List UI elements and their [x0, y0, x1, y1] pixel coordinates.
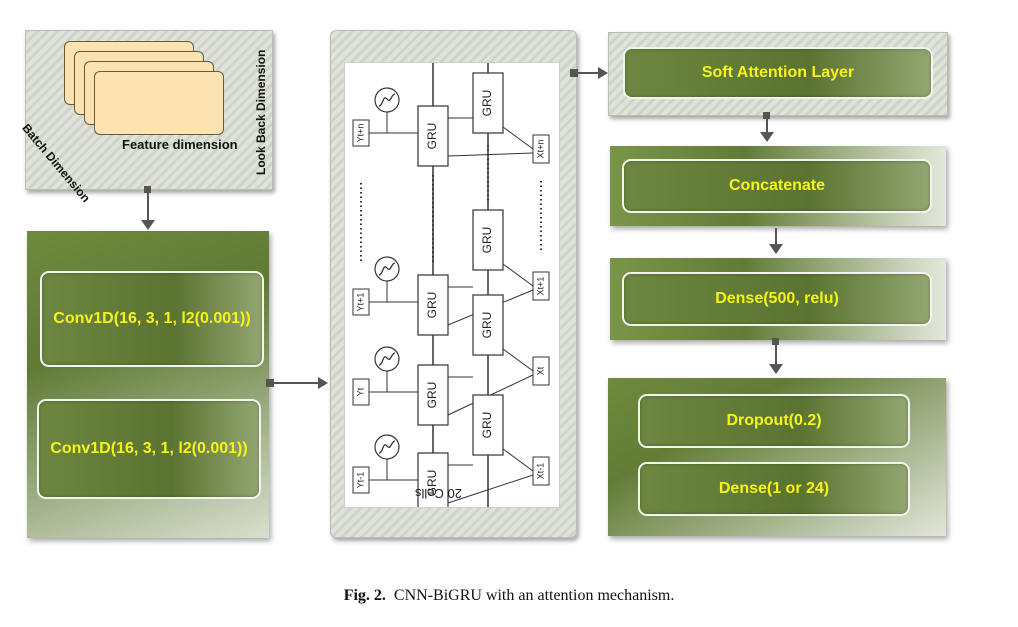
conv-block: Conv1D(16, 3, 1, l2(0.001)) Conv1D(16, 3… [27, 231, 269, 538]
input-connector-fwd [447, 474, 534, 504]
input-connector-back [502, 348, 534, 372]
activation-circle [374, 346, 400, 372]
gru-backward-label: GRU [480, 312, 494, 339]
input-tensor-block: Batch Dimension Feature dimension Look B… [19, 30, 273, 205]
sigmoid-icon [378, 93, 396, 107]
arrow-conv-to-bigru [266, 377, 328, 389]
batch-dimension-label: Batch Dimension [19, 121, 94, 206]
concatenate-layer: Concatenate [622, 159, 932, 213]
input-connector-back [502, 263, 534, 287]
activation-circle [374, 434, 400, 460]
input-label: Xt+n [535, 140, 545, 159]
input-connector-fwd [447, 152, 534, 157]
lookback-dimension-label: Look Back Dimension [254, 49, 268, 175]
concatenate-block: Concatenate [610, 146, 946, 226]
gru-backward-cell [472, 209, 504, 271]
input-connector-back [502, 126, 534, 150]
gru-backward-cell [472, 72, 504, 134]
arrow-concat-to-dense500 [769, 228, 783, 254]
caption-prefix: Fig. 2. [343, 587, 386, 604]
gru-forward-label: GRU [425, 382, 439, 409]
gru-forward-label: GRU [425, 292, 439, 319]
gru-forward-label: GRU [425, 123, 439, 150]
dropout-layer: Dropout(0.2) [638, 394, 910, 448]
arrow-dense500-to-output [769, 338, 783, 374]
cells-count-label: 20 Cells [415, 486, 462, 501]
output-block: Dropout(0.2) Dense(1 or 24) [608, 378, 946, 536]
output-label: Yt+n [355, 124, 365, 143]
feature-dimension-label: Feature dimension [122, 137, 238, 152]
output-label: Yt+1 [355, 293, 365, 312]
sigmoid-icon [378, 440, 396, 454]
bigru-diagram: GRUGRUYt+nXt+nGRUGRUYt+1Xt+1GRUGRUYtXtGR… [352, 63, 550, 507]
activation-circle [374, 87, 400, 113]
attention-block: Soft Attention Layer [608, 32, 948, 116]
gru-backward-cell [472, 294, 504, 356]
gru-forward-cell [417, 364, 449, 426]
input-label: Xt+1 [535, 277, 545, 296]
caption-text: CNN-BiGRU with an attention mechanism. [393, 587, 675, 604]
soft-attention-layer: Soft Attention Layer [623, 47, 933, 99]
gru-backward-label: GRU [480, 227, 494, 254]
output-label: Yt [355, 387, 365, 396]
figure-caption: Fig. 2. CNN-BiGRU with an attention mech… [0, 587, 1018, 605]
dense500-block: Dense(500, relu) [610, 258, 946, 340]
input-label: Xt-1 [535, 463, 545, 480]
gru-forward-cell [417, 274, 449, 336]
arrow-bigru-to-attention [570, 67, 608, 79]
gru-forward-cell [417, 452, 449, 507]
arrow-attention-to-concat [760, 112, 774, 142]
gru-forward-cell [417, 105, 449, 167]
gru-backward-cell [472, 394, 504, 456]
batch-card-4 [94, 71, 224, 135]
gru-forward-label: GRU [425, 470, 439, 497]
arrow-input-to-conv [141, 186, 155, 230]
dense500-layer: Dense(500, relu) [622, 272, 932, 326]
input-connector-back [502, 448, 534, 472]
dense-output-layer: Dense(1 or 24) [638, 462, 910, 516]
conv1d-layer-2: Conv1D(16, 3, 1, l2(0.001)) [37, 399, 261, 499]
gru-backward-label: GRU [480, 412, 494, 439]
input-label: Xt [535, 366, 545, 375]
gru-backward-label: GRU [480, 90, 494, 117]
output-label: Yt-1 [355, 472, 365, 489]
activation-circle [374, 256, 400, 282]
conv1d-layer-1: Conv1D(16, 3, 1, l2(0.001)) [40, 271, 264, 367]
sigmoid-icon [378, 262, 396, 276]
sigmoid-icon [378, 352, 396, 366]
